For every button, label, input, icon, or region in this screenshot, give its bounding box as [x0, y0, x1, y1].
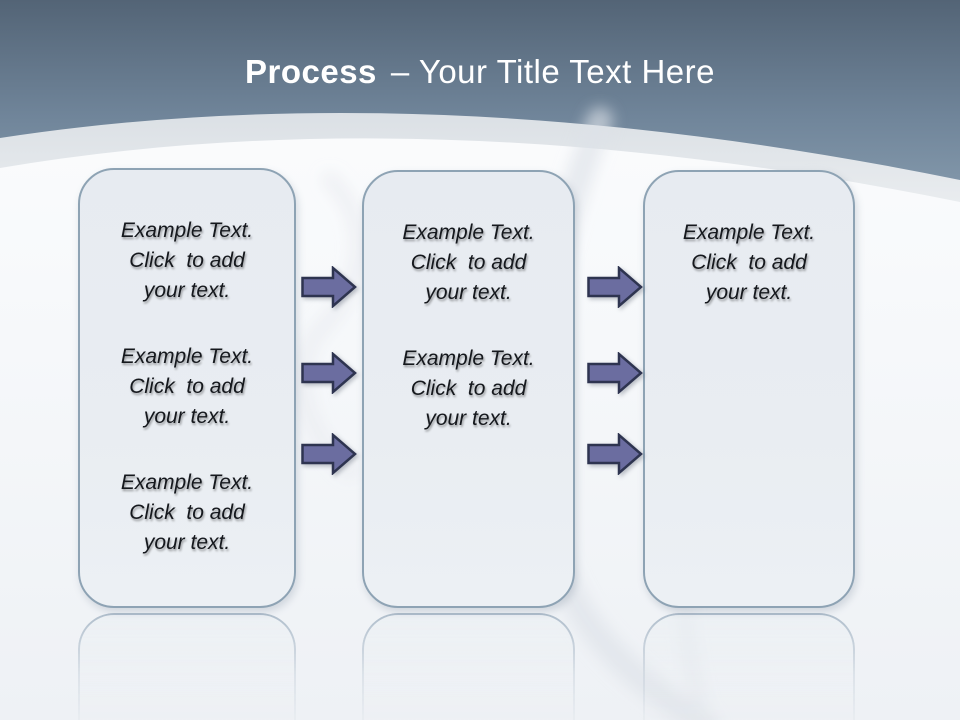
- text-placeholder[interactable]: Example Text. Click to add your text.: [682, 221, 816, 304]
- right-arrow-icon: [301, 352, 357, 394]
- text-placeholder[interactable]: Example Text. Click to add your text.: [120, 345, 254, 428]
- right-arrow-icon: [301, 433, 357, 475]
- right-arrow-icon: [587, 266, 643, 308]
- right-arrow-icon: [587, 433, 643, 475]
- process-step-3-box[interactable]: Example Text. Click to add your text.: [643, 170, 855, 608]
- process-step-2-box[interactable]: Example Text. Click to add your text. Ex…: [362, 170, 575, 608]
- text-placeholder[interactable]: Example Text. Click to add your text.: [120, 471, 254, 554]
- box-reflection: [643, 613, 855, 720]
- right-arrow-icon: [587, 352, 643, 394]
- box-reflection: [362, 613, 575, 720]
- slide-title-subtitle: – Your Title Text Here: [390, 53, 716, 90]
- text-placeholder[interactable]: Example Text. Click to add your text.: [402, 347, 535, 430]
- process-step-1-box[interactable]: Example Text. Click to add your text. Ex…: [78, 168, 296, 608]
- header-blue-arc: [0, 0, 960, 180]
- text-placeholder[interactable]: Example Text. Click to add your text.: [402, 221, 535, 304]
- slide-title: Process – Your Title Text Here: [0, 52, 960, 92]
- right-arrow-icon: [301, 266, 357, 308]
- slide-title-keyword: Process: [244, 53, 377, 90]
- text-placeholder[interactable]: Example Text. Click to add your text.: [120, 219, 254, 302]
- header-curved-band: [0, 0, 960, 202]
- box-reflection: [78, 613, 296, 720]
